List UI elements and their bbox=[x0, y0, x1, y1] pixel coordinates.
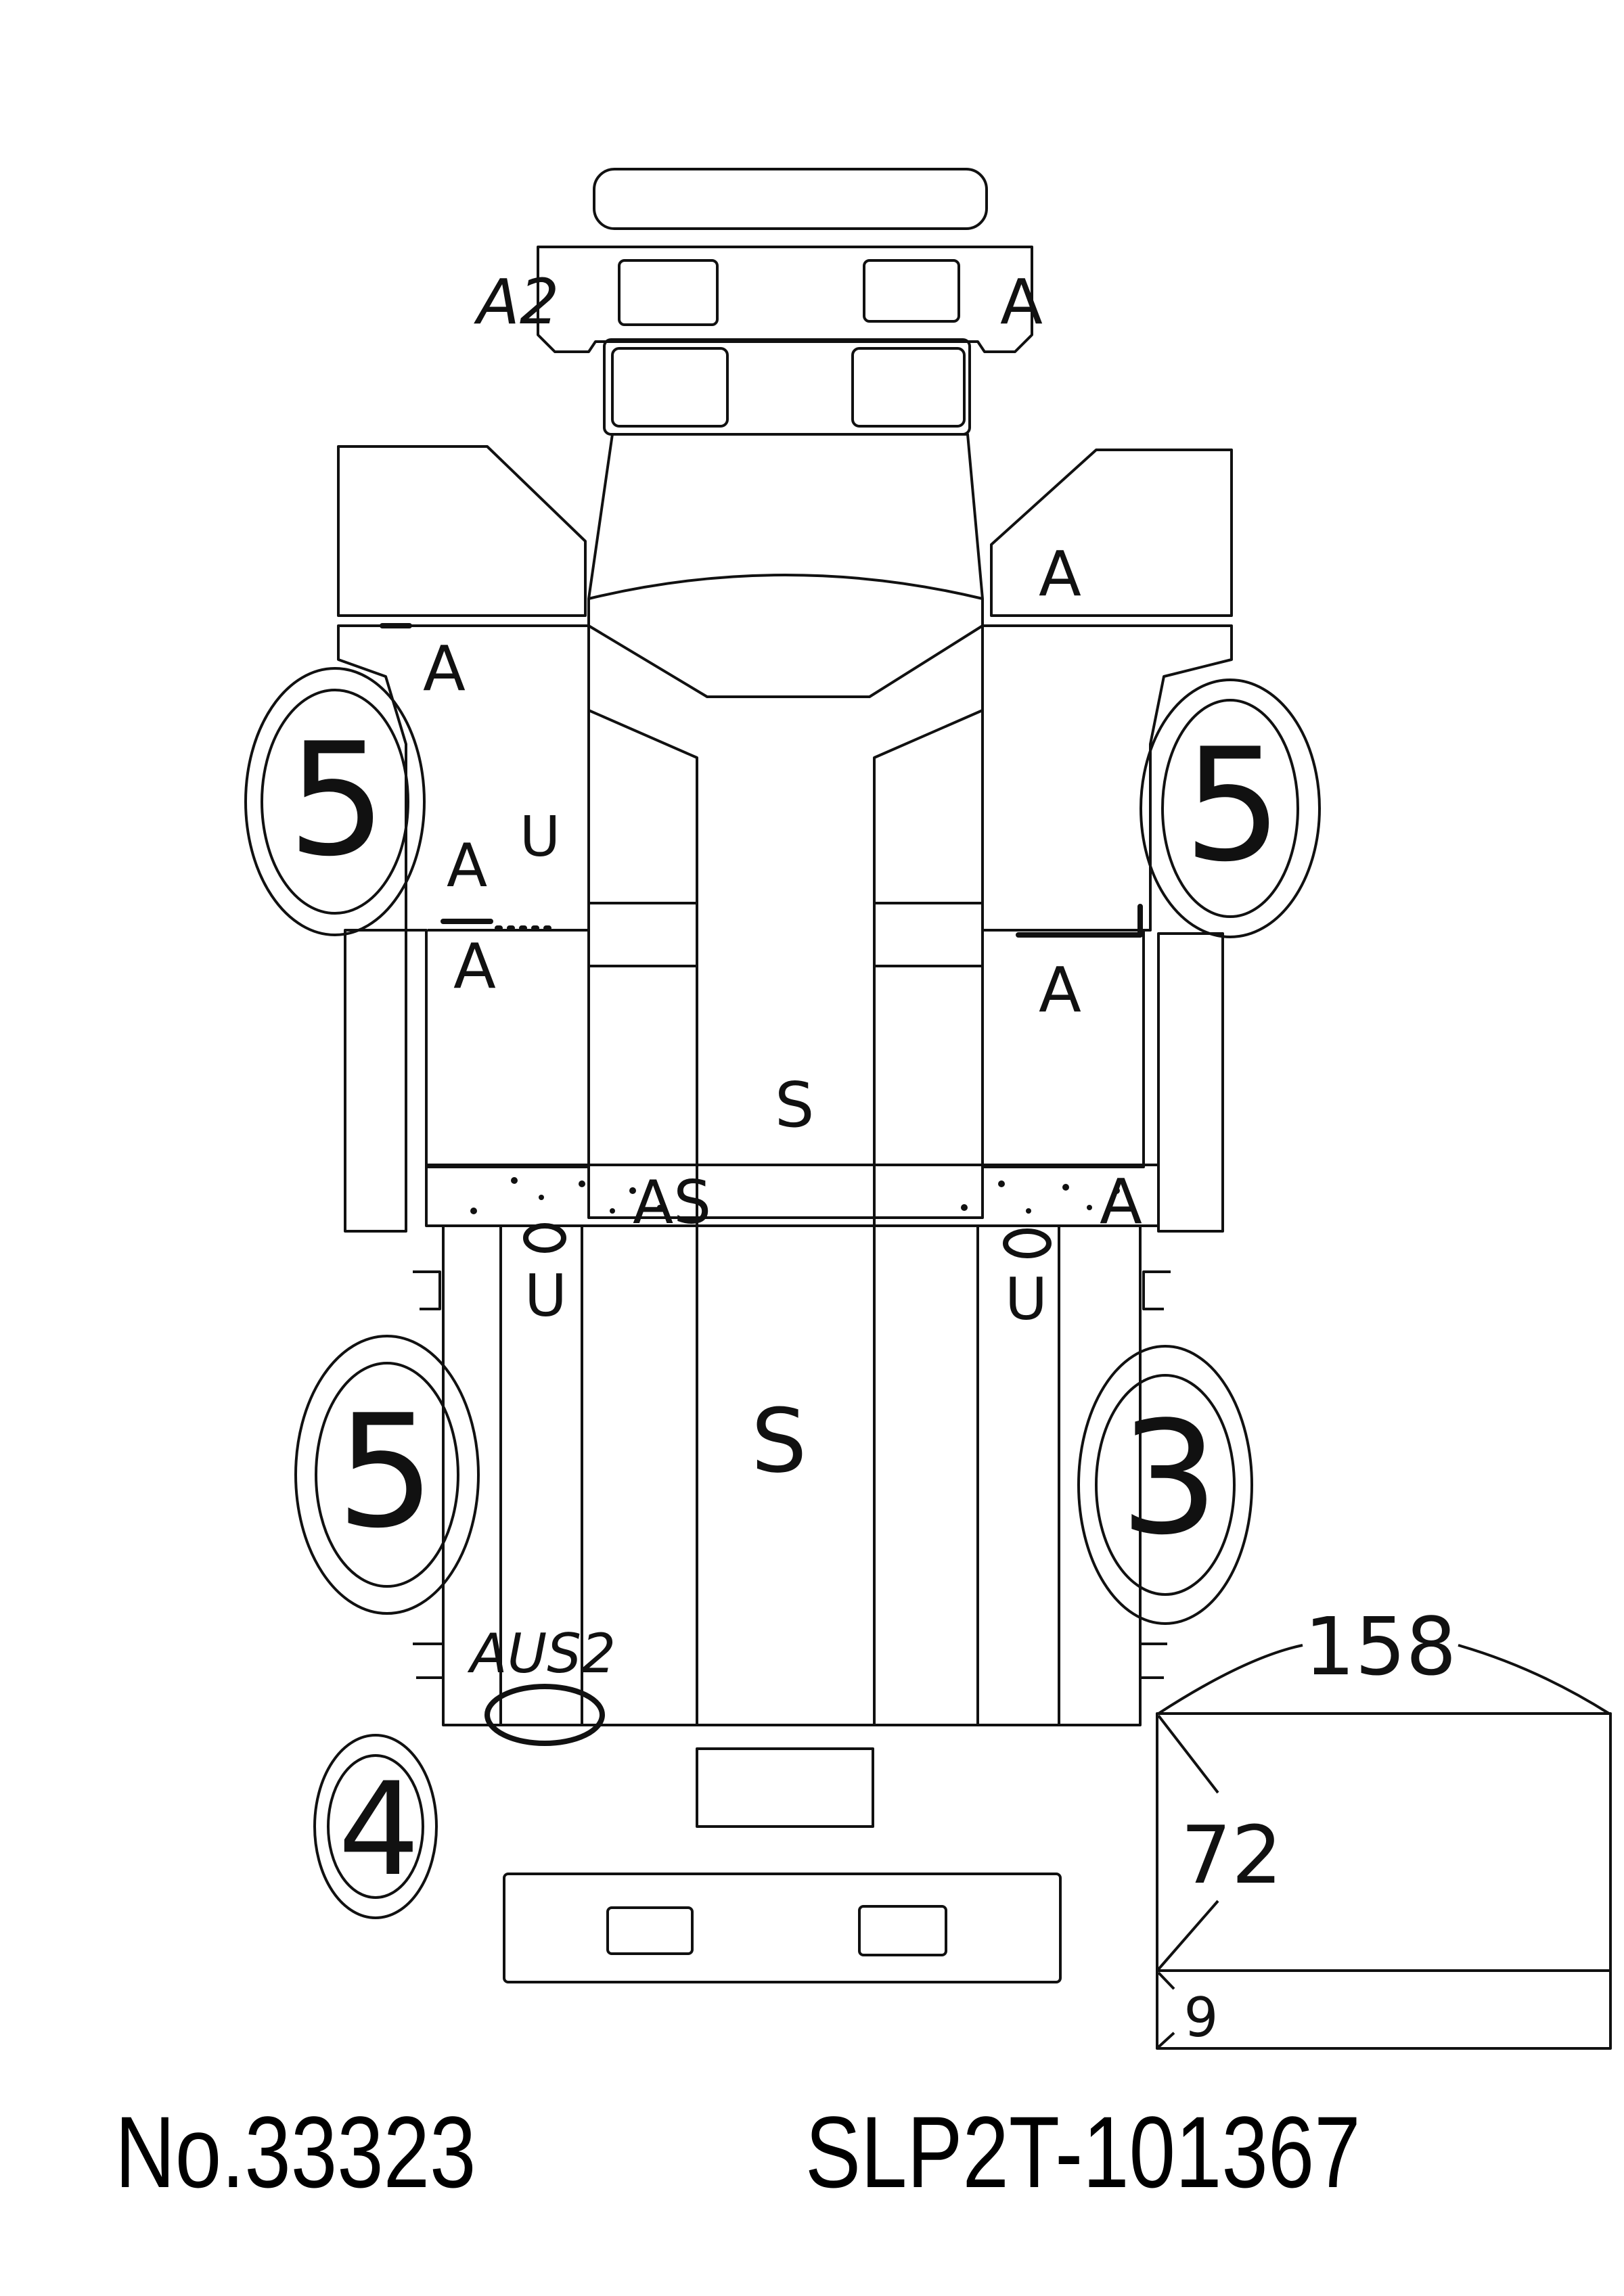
wheel-rear-right-rating: 3 bbox=[1120, 1389, 1219, 1569]
cargo-bed-outline bbox=[442, 1226, 1142, 1726]
windshield-frame bbox=[603, 338, 971, 436]
marker-circle-left-frame bbox=[523, 1223, 566, 1253]
wheel-rear-right: 3 bbox=[1077, 1345, 1253, 1625]
mark-cargo-floor: S bbox=[751, 1390, 807, 1492]
left-cab-side bbox=[337, 624, 590, 1168]
rear-hitch-plate bbox=[696, 1747, 874, 1828]
wheel-front-right-rating: 5 bbox=[1183, 716, 1282, 896]
marker-line-right-lower bbox=[1016, 904, 1143, 938]
mark-left-frame-u: U bbox=[524, 1262, 567, 1330]
chassis-number: SLP2T-101367 bbox=[805, 2095, 1361, 2209]
windshield-left bbox=[611, 347, 729, 428]
rear-left-lamp bbox=[606, 1906, 694, 1955]
rear-view bbox=[503, 1873, 1062, 1983]
cab-rear-rail bbox=[425, 1164, 1160, 1227]
mark-cab-back-rail: AS bbox=[633, 1168, 711, 1237]
wheel-rear-left: 5 bbox=[294, 1335, 480, 1615]
wheel-front-left: 5 bbox=[244, 667, 426, 936]
rear-right-lamp bbox=[858, 1905, 947, 1956]
rear-bumper bbox=[503, 1873, 1062, 1983]
left-step bbox=[344, 929, 407, 1233]
cargo-height-value: 72 bbox=[1181, 1808, 1282, 1902]
cargo-bed-top-view bbox=[413, 1226, 1171, 1828]
mark-front-bumper-left: A2 bbox=[474, 266, 559, 338]
front-bumper-bar bbox=[593, 168, 988, 230]
wheel-front-left-rating: 5 bbox=[288, 710, 386, 891]
dimension-box-outline bbox=[1156, 1712, 1612, 2050]
cargo-dimension-box: 158 72 9 bbox=[1156, 1600, 1612, 2050]
cargo-floor-value: 9 bbox=[1184, 1986, 1219, 2049]
mark-roof-s: S bbox=[775, 1069, 814, 1141]
right-door-panel bbox=[990, 449, 1233, 617]
mark-left-front-fender: A bbox=[423, 633, 466, 705]
right-step bbox=[1157, 932, 1224, 1233]
mark-left-front-u: U bbox=[520, 805, 560, 869]
front-left-lamp bbox=[618, 259, 719, 326]
right-cab-side bbox=[981, 624, 1233, 1168]
front-view bbox=[537, 168, 1033, 436]
mark-left-front-a: A bbox=[447, 831, 487, 900]
inspection-number: No.33323 bbox=[115, 2095, 476, 2209]
mark-right-cab-lower: A bbox=[1039, 954, 1081, 1026]
rail-rust-dots bbox=[470, 1177, 1120, 1214]
marker-circle-rear-left bbox=[484, 1684, 605, 1746]
mark-front-bumper-right: A bbox=[1000, 266, 1043, 338]
mark-rear-left: AUS2 bbox=[467, 1622, 616, 1685]
mark-right-door: A bbox=[1039, 538, 1081, 610]
wheel-spare-rating: 4 bbox=[338, 1755, 420, 1904]
wheel-front-right: 5 bbox=[1140, 679, 1321, 938]
wheel-rear-left-rating: 5 bbox=[336, 1382, 435, 1563]
mark-cab-back-rail-right: A bbox=[1100, 1166, 1142, 1238]
wheel-spare: 4 bbox=[313, 1734, 438, 1919]
front-right-lamp bbox=[863, 259, 960, 323]
roof-inner-outline bbox=[587, 624, 984, 698]
left-door-panel bbox=[337, 445, 587, 617]
front-grille-panel bbox=[537, 246, 1033, 353]
damage-marks: A2 A A A U A A A S AS A U U S AUS2 bbox=[380, 266, 1143, 1746]
cargo-length-value: 158 bbox=[1304, 1600, 1456, 1693]
mark-right-frame-u: U bbox=[1005, 1266, 1047, 1333]
roof-arc bbox=[588, 574, 983, 600]
mark-left-cab-lower: A bbox=[453, 930, 496, 1003]
windshield-right bbox=[851, 347, 966, 428]
marker-circle-right-frame bbox=[1003, 1229, 1052, 1258]
